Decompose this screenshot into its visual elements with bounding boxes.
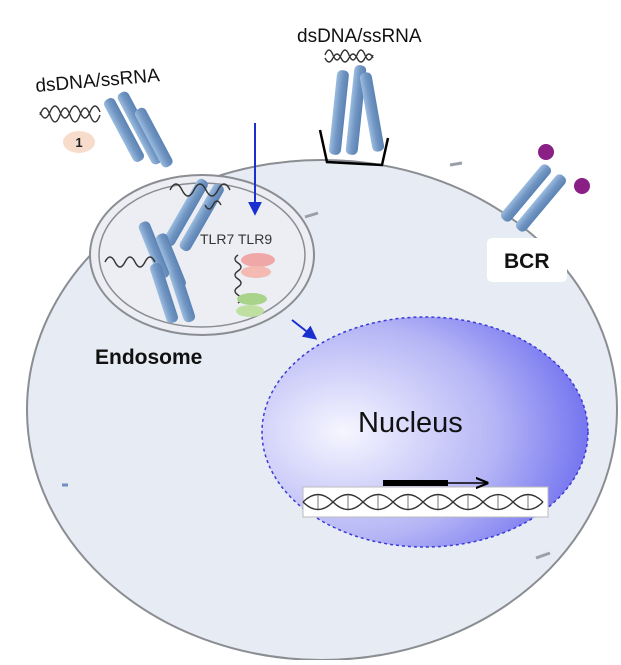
bcr-receptor (500, 144, 590, 232)
step-number: 1 (75, 135, 82, 150)
label-endosome: Endosome (95, 346, 202, 369)
label-dsdna-left: dsDNA/ssRNA (35, 65, 161, 97)
tlr-receptor-surface-left (104, 91, 173, 168)
signal-arrow (291, 319, 318, 340)
tlr-proteins (236, 253, 275, 317)
tlr-receptor-surface-top (318, 65, 390, 167)
bcr-label-box: BCR (487, 238, 567, 282)
label-nucleus: Nucleus (358, 407, 463, 439)
nucleic-acid-strands (39, 49, 374, 304)
label-bcr: BCR (504, 250, 550, 273)
tlr-receptors-endosome (138, 178, 224, 324)
label-tlr: TLR7 TLR9 (200, 231, 272, 247)
gene-bar (383, 480, 448, 486)
endosome (89, 174, 315, 336)
dna-helix (302, 486, 549, 518)
step-badge: 1 (63, 131, 95, 153)
membrane-ticks (62, 161, 551, 560)
label-dsdna-top: dsDNA/ssRNA (297, 26, 422, 47)
